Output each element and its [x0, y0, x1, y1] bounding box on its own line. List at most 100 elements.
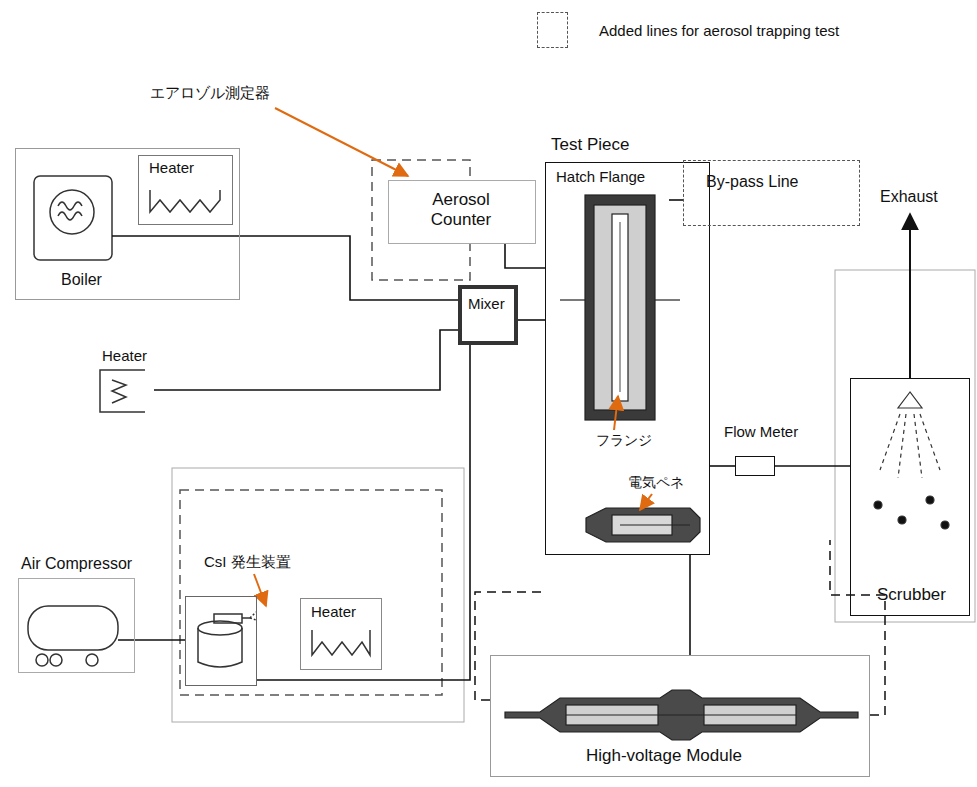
box-label: High-voltage Module [586, 746, 742, 766]
csi-generator-symbol [250, 618, 256, 620]
pipe-line [135, 639, 185, 641]
exhaust-arrow [909, 214, 911, 378]
box-label: Scrubber [877, 585, 946, 605]
process-box: CsI 発生装置 [185, 596, 257, 686]
compressor-tank [28, 606, 118, 650]
scrubber-region [835, 270, 975, 622]
spray-nozzle [874, 392, 949, 529]
box-label: By-pass Line [706, 173, 799, 191]
spray-nozzle [920, 414, 940, 470]
hatch-flange-symbol [619, 222, 620, 392]
callout-label: Exhaust [880, 188, 938, 206]
spray-nozzle [898, 392, 922, 408]
hatch-flange-symbol [612, 214, 628, 401]
pipe-line [669, 199, 683, 201]
callout-label: エアロゾル測定器 [150, 84, 270, 101]
heater-coil [150, 190, 220, 212]
csi-generator-symbol [198, 612, 256, 667]
added-line [830, 540, 885, 715]
csi-region [172, 468, 464, 722]
hatch-flange-symbol [560, 195, 680, 420]
callout-label: 電気ペネ [628, 474, 684, 490]
hatch-flange-symbol [594, 205, 646, 410]
pipe-line [257, 345, 470, 680]
spray-nozzle [914, 414, 922, 478]
boiler-symbol [34, 176, 112, 260]
csi-generator-symbol [214, 614, 242, 623]
process-box: Flow Meter [735, 456, 775, 476]
callout-label: フランジ [596, 432, 652, 448]
heater-coil [312, 630, 370, 655]
process-box: Heater [90, 345, 154, 417]
leader-line [275, 108, 408, 176]
box-label: Flow Meter [724, 423, 798, 440]
compressor-tank [36, 654, 48, 666]
added-line [475, 540, 885, 715]
pipe-line [518, 319, 545, 321]
box-label: Mixer [468, 295, 505, 312]
penetration-symbol [620, 524, 690, 525]
boiler-symbol [34, 176, 240, 260]
csi-region [180, 490, 442, 695]
pipe-line [240, 236, 458, 300]
boiler-symbol [58, 212, 82, 220]
boiler-symbol [50, 190, 94, 234]
process-box: Heater [300, 598, 382, 670]
process-box: Air Compressor [18, 578, 135, 673]
leader-line [614, 396, 618, 430]
exhaust-arrow [909, 214, 911, 378]
heater-coil [100, 370, 145, 412]
hatch-flange-symbol [560, 299, 585, 300]
compressor-tank [86, 654, 98, 666]
csi-generator-symbol [198, 628, 242, 667]
box-label: Air Compressor [21, 555, 132, 573]
spray-nozzle [941, 521, 949, 529]
process-box: Heater [138, 155, 233, 225]
penetration-symbol [586, 508, 700, 542]
box-label: Heater [311, 603, 356, 620]
pipe-line [775, 465, 850, 467]
process-box: By-pass Line [683, 160, 860, 226]
hatch-flange-symbol [585, 195, 655, 420]
csi-region [172, 468, 464, 722]
boiler-symbol [112, 235, 240, 237]
compressor-tank [50, 654, 62, 666]
boiler-symbol [58, 202, 82, 210]
box-label: Hatch Flange [556, 168, 645, 185]
spray-nozzle [898, 516, 906, 524]
spray-nozzle [898, 414, 906, 478]
process-box: Mixer [458, 285, 518, 345]
heater-coil [312, 630, 370, 655]
legend-swatch [537, 12, 568, 48]
csi-generator-symbol [250, 612, 256, 618]
legend-row: Added lines for aerosol trapping test [537, 12, 839, 48]
process-box: Aerosol Counter [388, 180, 536, 244]
process-box: Hatch Flange [554, 166, 669, 194]
csi-generator-symbol [242, 617, 250, 619]
penetration-symbol [586, 508, 700, 542]
box-label: Heater [102, 347, 147, 364]
legend: Added lines for aerosol trapping test [537, 12, 839, 48]
hatch-flange-symbol [655, 299, 680, 300]
compressor-tank [118, 639, 135, 641]
scrubber-region [835, 270, 975, 622]
pipe-line [689, 555, 691, 655]
heater-coil [150, 190, 220, 212]
added-line [475, 592, 545, 700]
spray-nozzle [926, 496, 934, 504]
spray-nozzle [880, 414, 900, 470]
box-label: Test Piece [551, 135, 629, 155]
legend-text: Added lines for aerosol trapping test [599, 22, 839, 39]
high-voltage-module-symbol [505, 690, 858, 740]
leader-line [254, 574, 266, 606]
spray-nozzle [874, 501, 882, 509]
pipe-line [154, 330, 458, 390]
process-box: High-voltage Module [490, 655, 870, 777]
high-voltage-module-symbol [566, 714, 796, 715]
process-box: Scrubber [850, 378, 970, 616]
heater-coil [100, 370, 145, 412]
leader-line [254, 108, 652, 606]
